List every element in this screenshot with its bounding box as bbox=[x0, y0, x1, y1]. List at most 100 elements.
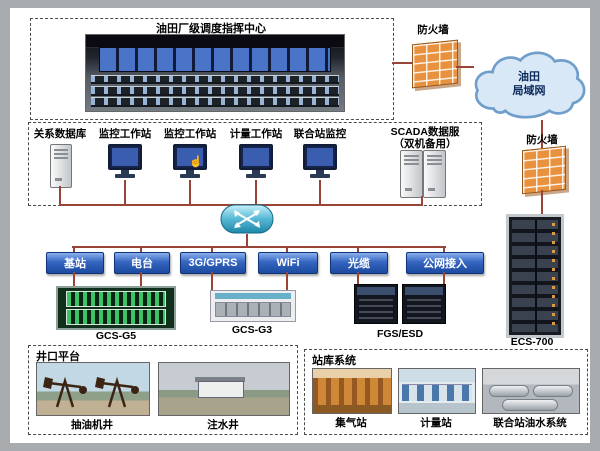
command-center-box bbox=[30, 18, 394, 120]
monitor-icon: ☝ bbox=[172, 144, 208, 180]
gas-gathering-station-photo bbox=[312, 368, 392, 414]
connector-line bbox=[286, 272, 288, 290]
monitor-screen bbox=[108, 144, 142, 170]
control-room-desk-row bbox=[91, 85, 339, 96]
building-roof bbox=[195, 376, 245, 382]
firewall-icon bbox=[412, 39, 458, 89]
connector-line bbox=[255, 180, 257, 204]
connector-line bbox=[73, 248, 75, 252]
connector-line bbox=[286, 248, 288, 252]
monitor-base bbox=[180, 174, 200, 178]
photo-label: 联合站油水系统 bbox=[493, 417, 567, 429]
connector-line bbox=[73, 272, 75, 286]
monitor-stand bbox=[121, 170, 129, 174]
monitor-icon bbox=[238, 144, 274, 180]
pipe-base bbox=[313, 405, 391, 413]
gcs-g3-controller-icon bbox=[210, 290, 296, 322]
command-center-title: 油田厂级调度指挥中心 bbox=[156, 23, 266, 35]
tank bbox=[488, 384, 530, 398]
firewall-right-label: 防火墙 bbox=[526, 134, 558, 146]
injection-well-photo bbox=[158, 362, 290, 416]
pipes bbox=[313, 377, 391, 406]
connector-line bbox=[541, 190, 543, 214]
photo-label: 集气站 bbox=[335, 417, 367, 429]
pumpjack-well-photo bbox=[36, 362, 150, 416]
monitor-base bbox=[115, 174, 135, 178]
link-3g-gprs: 3G/GPRS bbox=[180, 252, 246, 274]
metering-equipment bbox=[402, 383, 472, 401]
monitor-stand bbox=[252, 170, 260, 174]
connector-line bbox=[443, 272, 445, 284]
tank bbox=[502, 398, 558, 412]
connector-line bbox=[541, 120, 543, 148]
photo-label: 抽油机井 bbox=[71, 419, 113, 431]
connector-line bbox=[140, 272, 142, 286]
cloud-icon bbox=[474, 51, 586, 119]
gcs-g5-rack-icon bbox=[56, 286, 176, 330]
esd-unit bbox=[402, 284, 446, 324]
controller-modules bbox=[215, 302, 291, 317]
connector-line bbox=[456, 66, 474, 68]
ecs-700-cabinet-icon bbox=[506, 214, 564, 338]
connector-line bbox=[443, 248, 445, 252]
scada-server-label: SCADA数据服 bbox=[390, 126, 460, 138]
connector-line bbox=[59, 186, 61, 204]
database-server-icon bbox=[50, 144, 72, 188]
monitor-stand bbox=[186, 170, 194, 174]
cloud-label-line1: 油田 bbox=[518, 71, 540, 83]
workstation-label: 监控工作站 bbox=[98, 128, 152, 140]
connector-line bbox=[211, 248, 213, 252]
router-icon bbox=[220, 204, 274, 234]
cloud-label: 油田 局域网 bbox=[470, 70, 588, 98]
monitor-screen: ☝ bbox=[173, 144, 207, 170]
monitor-screen bbox=[239, 144, 273, 170]
station-system-title: 站库系统 bbox=[312, 355, 356, 367]
connector-line bbox=[357, 248, 359, 252]
bus-line bbox=[72, 246, 446, 248]
diagram-canvas: 油田厂级调度指挥中心 防火墙 油田 局域网 防火墙 关系数据库 监控工作站 监控… bbox=[10, 8, 590, 443]
monitor-screen bbox=[303, 144, 337, 170]
controller-strip bbox=[215, 293, 291, 299]
link-radio: 电台 bbox=[114, 252, 170, 274]
scada-server-icon bbox=[400, 150, 423, 198]
device-label: GCS-G5 bbox=[95, 330, 137, 342]
scada-server-icon bbox=[423, 150, 446, 198]
well-building bbox=[198, 380, 245, 399]
metering-station-photo bbox=[398, 368, 476, 414]
control-room-desk-row bbox=[91, 97, 339, 108]
monitor-base bbox=[246, 174, 266, 178]
control-room-desk-row bbox=[91, 74, 339, 85]
link-wifi: WiFi bbox=[258, 252, 318, 274]
monitor-stand bbox=[316, 170, 324, 174]
connector-line bbox=[319, 180, 321, 204]
oilfield-lan-cloud: 油田 局域网 bbox=[470, 46, 588, 124]
connector-line bbox=[140, 248, 142, 252]
device-label: ECS-700 bbox=[510, 336, 554, 348]
firewall-icon bbox=[522, 145, 566, 195]
monitor-base bbox=[310, 174, 330, 178]
connector-line bbox=[392, 62, 412, 64]
link-public-network: 公网接入 bbox=[406, 252, 484, 274]
connector-line bbox=[421, 196, 423, 204]
database-label: 关系数据库 bbox=[33, 128, 87, 140]
control-room-video-wall bbox=[98, 47, 332, 72]
floor bbox=[399, 403, 475, 413]
device-label: GCS-G3 bbox=[231, 324, 273, 336]
hand-cursor-icon: ☝ bbox=[189, 156, 203, 168]
monitor-icon bbox=[302, 144, 338, 180]
workstation-label: 监控工作站 bbox=[163, 128, 217, 140]
rack-row bbox=[66, 291, 166, 307]
wellhead-platform-title: 井口平台 bbox=[36, 351, 80, 363]
connector-line bbox=[246, 234, 248, 246]
pumpjack-icon bbox=[43, 376, 139, 408]
photo-label: 注水井 bbox=[207, 419, 239, 431]
scada-server-sublabel: （双机备用） bbox=[393, 138, 457, 150]
device-label: FGS/ESD bbox=[376, 328, 424, 340]
rack-row bbox=[66, 309, 166, 325]
link-base-station: 基站 bbox=[46, 252, 104, 274]
connector-line bbox=[211, 272, 213, 290]
station-system-box bbox=[304, 349, 588, 435]
monitor-icon bbox=[107, 144, 143, 180]
fgs-esd-icon bbox=[354, 284, 446, 324]
